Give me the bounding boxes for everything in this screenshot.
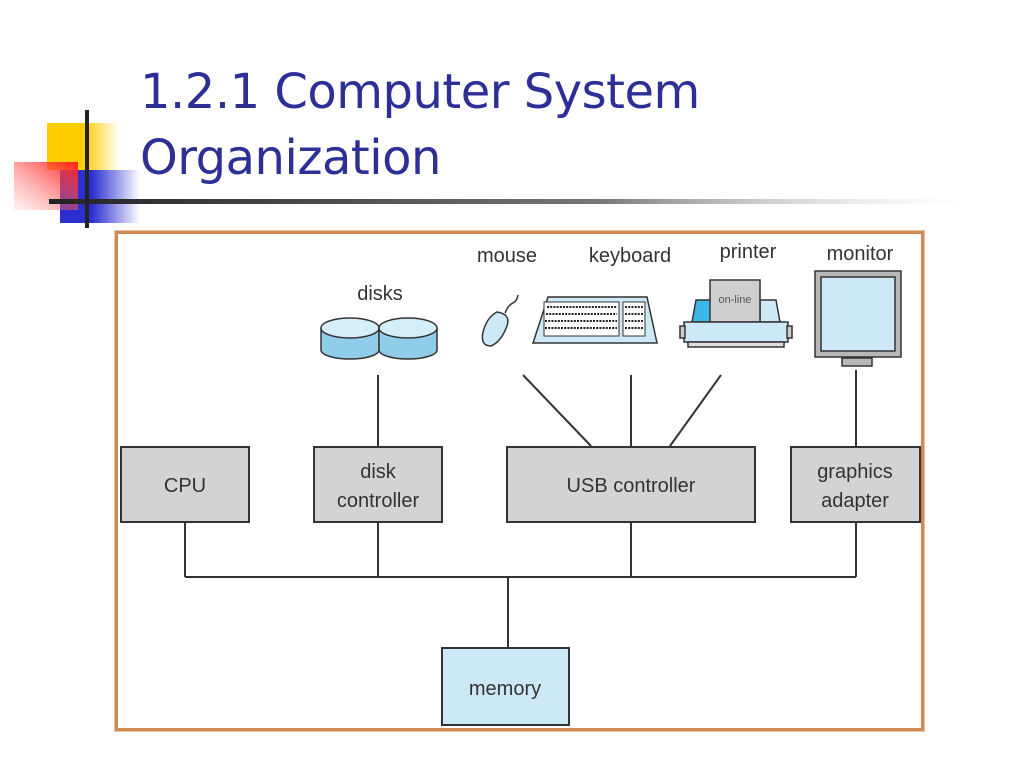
monitor-icon bbox=[814, 270, 902, 367]
cpu-box: CPU bbox=[120, 446, 250, 523]
slide-title: 1.2.1 Computer System Organization bbox=[140, 56, 700, 188]
memory-box: memory bbox=[441, 647, 570, 726]
disk-controller-label-2: controller bbox=[337, 490, 420, 512]
usb-controller-label: USB controller bbox=[567, 475, 696, 497]
disks-icon bbox=[320, 317, 438, 360]
mouse-link bbox=[522, 374, 592, 447]
monitor-label: monitor bbox=[827, 243, 894, 265]
bus-lines bbox=[184, 370, 857, 648]
disk-controller-box: disk controller bbox=[313, 446, 443, 523]
graphics-adapter-label-1: graphics bbox=[817, 461, 893, 483]
title-line-1: 1.2.1 Computer System bbox=[140, 64, 700, 120]
printer-icon: on-line bbox=[679, 279, 793, 348]
keyboard-label: keyboard bbox=[589, 245, 671, 267]
printer-link bbox=[669, 374, 722, 447]
mouse-icon bbox=[481, 294, 519, 347]
usb-controller-box: USB controller bbox=[506, 446, 756, 523]
keyboard-icon bbox=[531, 296, 658, 344]
title-underline bbox=[49, 199, 969, 204]
memory-label: memory bbox=[469, 678, 541, 700]
mouse-label: mouse bbox=[477, 245, 537, 267]
vertical-line-icon bbox=[85, 110, 89, 228]
graphics-adapter-label-2: adapter bbox=[821, 490, 889, 512]
printer-label: printer bbox=[720, 241, 777, 263]
graphics-adapter-box: graphics adapter bbox=[790, 446, 921, 523]
disk-controller-label-1: disk bbox=[360, 461, 397, 483]
disks-label: disks bbox=[357, 283, 403, 305]
slide-decoration bbox=[14, 110, 969, 228]
cpu-label: CPU bbox=[164, 475, 206, 497]
title-line-2: Organization bbox=[140, 130, 441, 186]
printer-screen-label: on-line bbox=[718, 294, 751, 306]
